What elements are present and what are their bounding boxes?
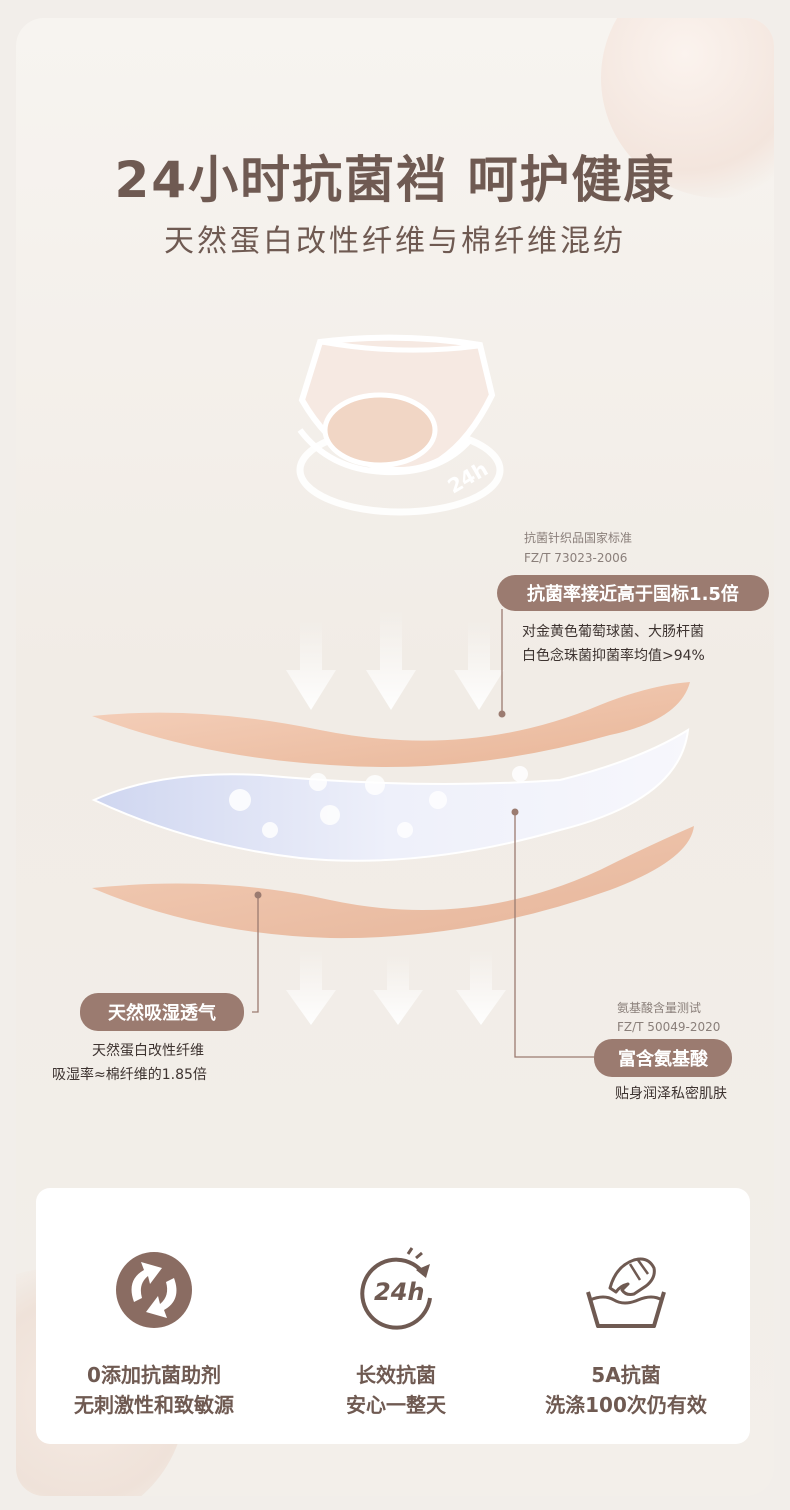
feature-2-line1: 长效抗菌	[356, 1363, 436, 1387]
recycle-icon	[116, 1252, 192, 1328]
page-subtitle: 天然蛋白改性纤维与棉纤维混纺	[164, 224, 626, 259]
callout-right-standard-name: 氨基酸含量测试	[617, 1001, 702, 1015]
underwear-icon	[296, 334, 504, 516]
fabric-layer-top	[92, 682, 690, 767]
fabric-layers-illustration: 24h	[91, 334, 694, 1058]
feature-1-line1: 0添加抗菌助剂	[87, 1363, 221, 1387]
feature-3-line2: 洗涤100次仍有效	[545, 1393, 707, 1417]
callout-right-standard-code: FZ/T 50049-2020	[617, 1020, 721, 1034]
feature-item-long-lasting: 24h 长效抗菌 安心一整天	[276, 1240, 516, 1420]
callout-top-standard-code: FZ/T 73023-2006	[524, 551, 628, 565]
callout-right-desc: 贴身润泽私密肌肤	[615, 1086, 727, 1102]
callout-leader-lines	[252, 609, 600, 1058]
callout-top-standard-name: 抗菌针织品国家标准	[524, 531, 633, 545]
callout-top-desc-line2: 白色念珠菌抑菌率均值>94%	[522, 648, 705, 664]
feature-item-no-additive: 0添加抗菌助剂 无刺激性和致敏源	[34, 1240, 274, 1420]
callout-left-pill: 天然吸湿透气	[80, 993, 244, 1031]
callout-top-desc-line1: 对金黄色葡萄球菌、大肠杆菌	[522, 624, 704, 640]
24h-icon-text: 24h	[374, 1278, 424, 1306]
feature-2-line2: 安心一整天	[346, 1393, 446, 1417]
fabric-layer-fiber	[91, 728, 690, 862]
feature-1-line2: 无刺激性和致敏源	[74, 1393, 234, 1417]
callout-left-desc-line2: 吸湿率≈棉纤维的1.85倍	[52, 1067, 207, 1083]
hand-wash-icon	[586, 1257, 666, 1328]
feature-item-wash-durable: 5A抗菌 洗涤100次仍有效	[506, 1240, 746, 1420]
page-title: 24小时抗菌裆 呵护健康	[114, 151, 676, 209]
24h-icon: 24h	[360, 1247, 432, 1330]
callout-left-desc-line1: 天然蛋白改性纤维	[92, 1043, 204, 1059]
fabric-layer-bottom	[92, 826, 694, 939]
callout-dots	[254, 710, 519, 899]
feature-3-line1: 5A抗菌	[591, 1363, 661, 1387]
callout-top-pill: 抗菌率接近高于国标1.5倍	[497, 575, 769, 611]
callout-right-pill: 富含氨基酸	[594, 1039, 732, 1077]
arrows-down-bottom	[286, 950, 506, 1025]
fiber-molecules	[229, 766, 528, 838]
arrows-down-top	[286, 610, 504, 710]
